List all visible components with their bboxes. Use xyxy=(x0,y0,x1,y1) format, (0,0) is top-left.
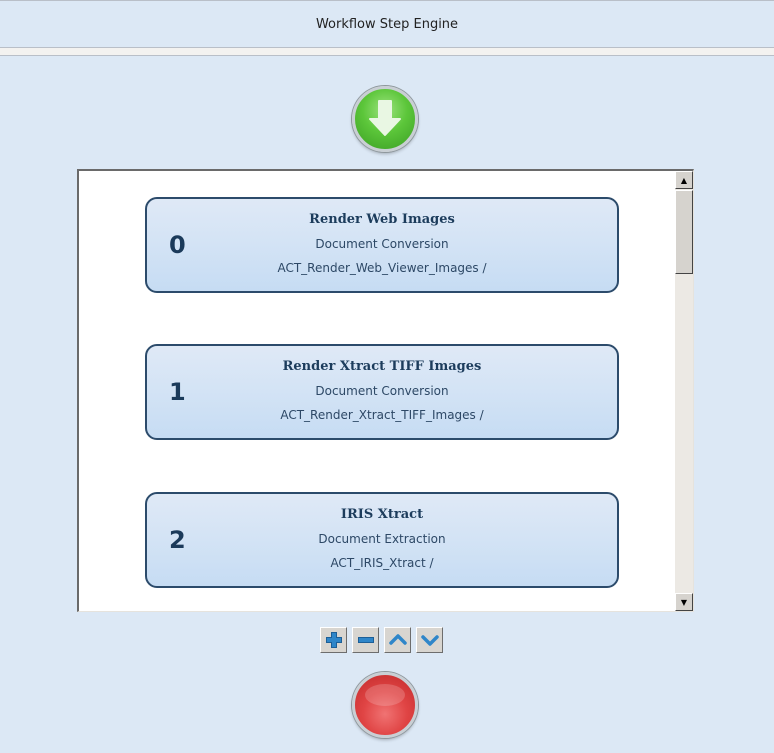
chevron-up-icon xyxy=(388,634,407,645)
chevron-down-icon xyxy=(420,635,439,646)
scrollbar-thumb[interactable] xyxy=(675,190,693,274)
step-index: 1 xyxy=(169,378,186,406)
scroll-down-arrow-icon: ▼ xyxy=(680,597,688,607)
vertical-scrollbar[interactable]: ▲ ▼ xyxy=(675,171,693,611)
start-workflow-button[interactable] xyxy=(352,86,418,152)
step-toolbar xyxy=(320,627,443,653)
stop-workflow-button[interactable] xyxy=(352,672,418,738)
add-step-button[interactable] xyxy=(320,627,347,653)
window-title: Workflow Step Engine xyxy=(315,16,459,32)
minus-icon xyxy=(357,637,374,643)
plus-icon xyxy=(325,632,342,648)
step-index: 2 xyxy=(169,526,186,554)
titlebar-separator xyxy=(0,48,774,56)
remove-step-button[interactable] xyxy=(352,627,379,653)
step-action: ACT_Render_Xtract_TIFF_Images / xyxy=(280,408,484,422)
move-step-up-button[interactable] xyxy=(384,627,411,653)
step-name: Render Xtract TIFF Images xyxy=(282,359,482,374)
step-card[interactable]: 2 IRIS Xtract Document Extraction ACT_IR… xyxy=(145,492,619,588)
step-name: Render Web Images xyxy=(309,212,455,227)
down-arrow-icon xyxy=(369,100,401,136)
move-step-down-button[interactable] xyxy=(416,627,443,653)
workflow-steps-list[interactable]: 0 Render Web Images Document Conversion … xyxy=(77,169,694,612)
scroll-up-arrow-icon: ▲ xyxy=(680,175,688,185)
window-titlebar: Workflow Step Engine xyxy=(0,0,774,48)
step-action: ACT_Render_Web_Viewer_Images / xyxy=(277,261,487,275)
step-index: 0 xyxy=(169,231,186,259)
step-card[interactable]: 0 Render Web Images Document Conversion … xyxy=(145,197,619,293)
step-category: Document Conversion xyxy=(315,237,449,251)
step-card[interactable]: 1 Render Xtract TIFF Images Document Con… xyxy=(145,344,619,440)
scroll-down-button[interactable]: ▼ xyxy=(675,593,693,611)
scroll-up-button[interactable]: ▲ xyxy=(675,171,693,189)
step-action: ACT_IRIS_Xtract / xyxy=(330,556,434,570)
red-circle-icon xyxy=(365,684,405,706)
step-category: Document Extraction xyxy=(318,532,446,546)
step-category: Document Conversion xyxy=(315,384,449,398)
step-name: IRIS Xtract xyxy=(340,507,424,522)
